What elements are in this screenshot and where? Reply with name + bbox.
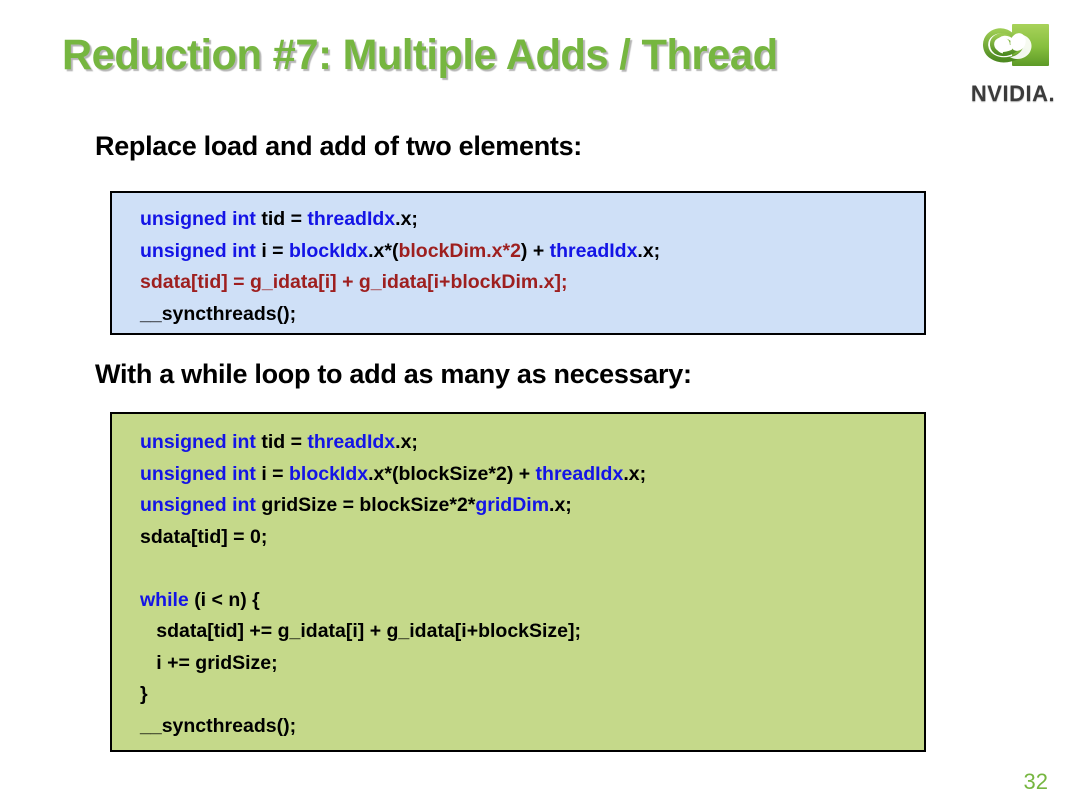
code-token: gridDim xyxy=(475,494,550,516)
code-token: .x*( xyxy=(368,239,399,262)
code-token: threadIdx xyxy=(535,462,624,485)
code-token: unsigned int xyxy=(140,208,262,230)
code-token: .x*(blockSize*2) + xyxy=(368,462,536,485)
code-line: __syncthreads(); xyxy=(140,299,924,331)
code-token: __syncthreads(); xyxy=(140,714,297,737)
code-token: ) + xyxy=(520,239,550,262)
code-line: unsigned int tid = threadIdx.x; xyxy=(140,427,924,459)
code-token: blockIdx xyxy=(288,462,369,485)
code-line: unsigned int i = blockIdx.x*(blockDim.x*… xyxy=(140,236,924,268)
code-token: threadIdx xyxy=(307,431,396,453)
code-token: threadIdx xyxy=(549,239,638,262)
code-token: .x; xyxy=(549,494,572,516)
code-token: unsigned int xyxy=(140,462,262,485)
page-number: 32 xyxy=(1023,769,1048,794)
code-token: unsigned int xyxy=(140,494,262,516)
nvidia-logo: NVIDIA. xyxy=(958,22,1068,114)
code-token: tid = xyxy=(261,208,308,230)
code-token: .x; xyxy=(395,431,418,453)
code-token: sdata[tid] = g_idata[i] + g_idata[i+bloc… xyxy=(140,271,568,293)
code-token: .x; xyxy=(395,208,418,230)
section-heading-replace-load: Replace load and add of two elements: xyxy=(95,131,582,161)
code-token: __syncthreads(); xyxy=(140,302,297,325)
code-token: while xyxy=(140,588,195,611)
code-line: while (i < n) { xyxy=(140,585,924,617)
code-token: sdata[tid] = 0; xyxy=(140,525,268,548)
code-line xyxy=(140,553,924,585)
code-token: .x; xyxy=(623,462,647,485)
code-token: threadIdx xyxy=(307,208,396,230)
code-token: unsigned int xyxy=(140,239,262,262)
code-line: unsigned int i = blockIdx.x*(blockSize*2… xyxy=(140,459,924,491)
code-line: i += gridSize; xyxy=(140,648,924,680)
code-token: i = xyxy=(261,462,289,485)
code-token: sdata[tid] += g_idata[i] + g_idata[i+blo… xyxy=(140,620,582,642)
code-line: unsigned int gridSize = blockSize*2*grid… xyxy=(140,490,924,522)
code-line: sdata[tid] += g_idata[i] + g_idata[i+blo… xyxy=(140,616,924,648)
code-line: __syncthreads(); xyxy=(140,711,924,743)
code-block-two-element-load: unsigned int tid = threadIdx.x;unsigned … xyxy=(110,191,926,335)
code-token: tid = xyxy=(261,431,308,453)
code-block-while-loop: unsigned int tid = threadIdx.x;unsigned … xyxy=(110,412,926,752)
code-line: sdata[tid] = g_idata[i] + g_idata[i+bloc… xyxy=(140,267,924,299)
code-line: unsigned int tid = threadIdx.x; xyxy=(140,204,924,236)
page-title: Reduction #7: Multiple Adds / Thread xyxy=(62,31,778,79)
code-token: (i < n) { xyxy=(194,588,260,611)
code-line: sdata[tid] = 0; xyxy=(140,522,924,554)
code-token: blockDim.x*2 xyxy=(398,239,521,262)
section-heading-while-loop: With a while loop to add as many as nece… xyxy=(95,359,692,389)
nvidia-wordmark: NVIDIA. xyxy=(970,81,1056,106)
code-line: } xyxy=(140,679,924,711)
code-token: blockIdx xyxy=(288,239,369,262)
code-token: i += gridSize; xyxy=(140,651,278,674)
code-token: i = xyxy=(261,239,289,262)
code-token: unsigned int xyxy=(140,431,262,453)
code-token: } xyxy=(140,683,148,705)
code-token: gridSize = blockSize*2* xyxy=(261,494,476,516)
nvidia-eye-icon xyxy=(974,22,1052,80)
code-token: .x; xyxy=(637,239,661,262)
